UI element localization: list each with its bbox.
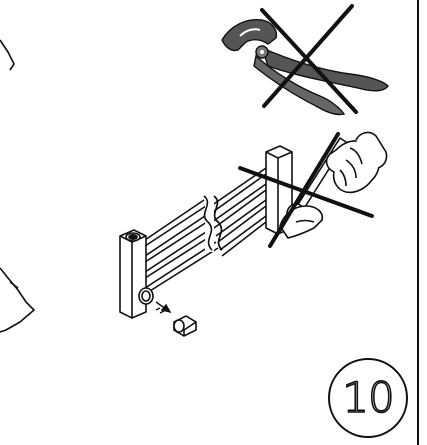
hand-icon xyxy=(279,131,388,239)
cropped-left-figure xyxy=(0,39,35,333)
valve-cap-icon xyxy=(173,315,197,337)
removal-arrow xyxy=(155,301,172,314)
radiator-icon xyxy=(119,145,293,319)
page-border-right xyxy=(417,0,419,445)
step-number: 10 xyxy=(341,373,395,422)
cross-icon xyxy=(238,132,374,248)
step-badge: 10 xyxy=(328,358,408,438)
cross-icon xyxy=(260,4,358,114)
pliers-icon xyxy=(221,19,389,116)
